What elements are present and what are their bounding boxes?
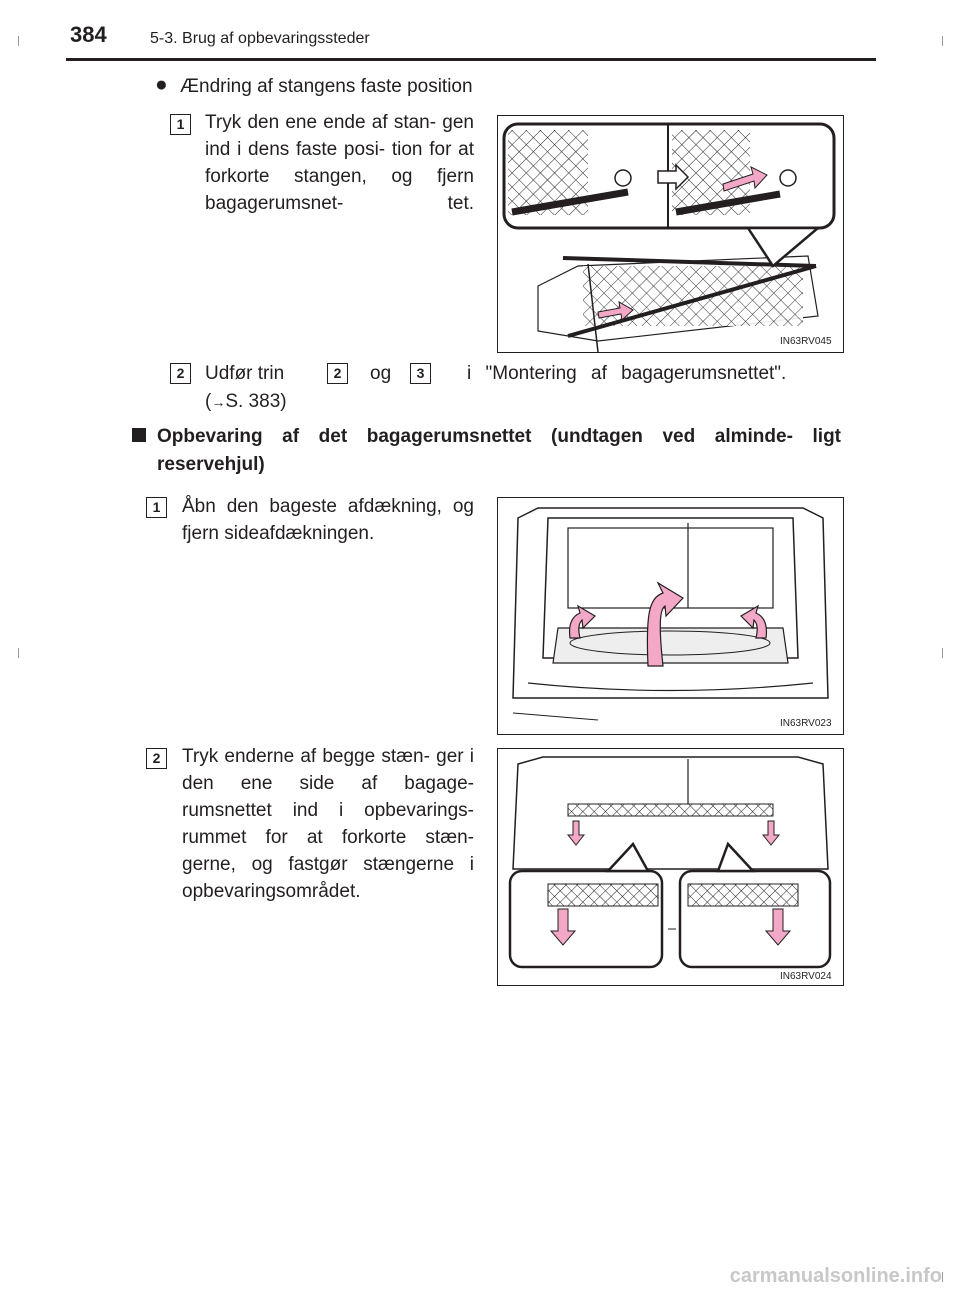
step-text: Tryk den ene ende af stan- gen ind i den… <box>205 112 474 214</box>
crop-mark <box>942 648 943 658</box>
xref-arrow-icon: → <box>211 394 226 410</box>
step-text-part: Udfør trin <box>205 363 285 384</box>
step-number-box: 1 <box>170 114 191 135</box>
header-rule <box>66 58 876 61</box>
step-number-box: 2 <box>170 363 191 384</box>
crop-mark <box>18 36 19 46</box>
subsection-title: Ændring af stangens faste position <box>180 76 473 97</box>
step-text-part: i "Montering af bagagerumsnettet". <box>467 363 787 384</box>
cross-reference[interactable]: (→S. 383) <box>205 388 287 416</box>
bullet: ● <box>155 73 168 96</box>
xref-paren: ( <box>205 391 212 412</box>
heading-marker <box>132 428 146 442</box>
figure-code: IN63RV045 <box>780 336 832 347</box>
xref-text: S. 383) <box>225 391 287 412</box>
figure-code: IN63RV023 <box>780 718 832 729</box>
crop-mark <box>942 36 943 46</box>
step-text: Åbn den bageste afdækning, og fjern side… <box>182 496 474 544</box>
step-ref-box: 3 <box>410 363 431 384</box>
step-ref-box: 2 <box>327 363 348 384</box>
figure-net-rod: IN63RV045 <box>497 115 844 353</box>
step-text-line: Udfør trin 2 og 3 i "Montering af bagage… <box>205 360 840 387</box>
crop-mark <box>18 648 19 658</box>
figure-code: IN63RV024 <box>780 971 832 982</box>
step-number-box: 2 <box>146 748 167 769</box>
crop-mark <box>942 1272 943 1282</box>
step-text: Tryk enderne af begge stæn- ger i den en… <box>182 746 474 902</box>
page-number: 384 <box>70 22 107 47</box>
step-text-part: og <box>370 363 392 384</box>
step-number-box: 1 <box>146 497 167 518</box>
section-heading: Opbevaring af det bagagerumsnettet (undt… <box>157 423 841 479</box>
heading-text: Opbevaring af det bagagerumsnettet (undt… <box>157 426 841 475</box>
section-title: 5-3. Brug af opbevaringssteder <box>150 30 370 47</box>
watermark: carmanualsonline.info <box>729 1265 942 1287</box>
figure-net-storage: IN63RV024 <box>497 748 844 986</box>
figure-trunk-cover: IN63RV023 <box>497 497 844 735</box>
